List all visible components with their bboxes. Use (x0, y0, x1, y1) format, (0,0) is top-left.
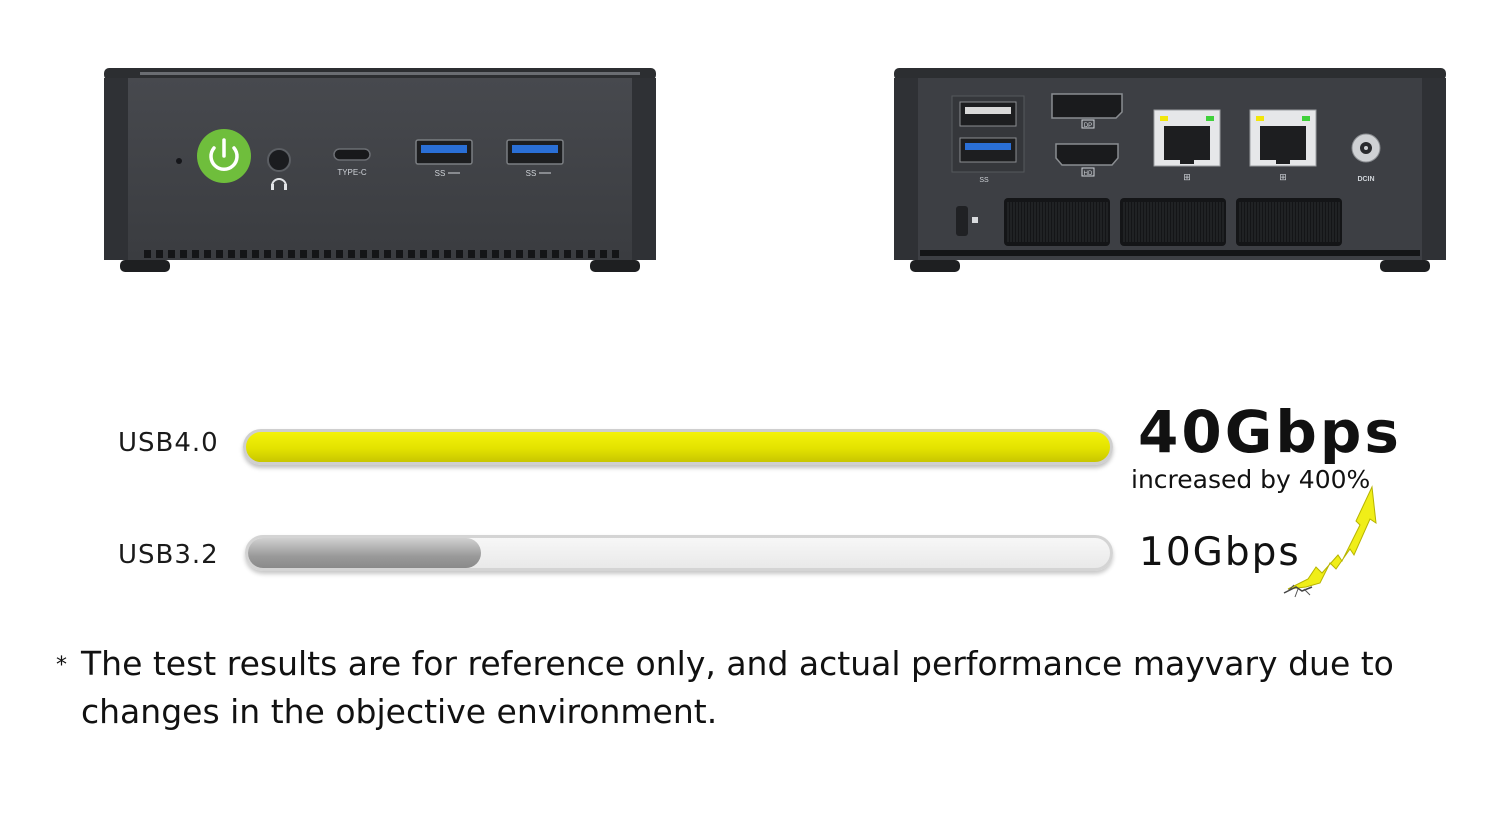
footnote-text: The test results are for reference only,… (81, 644, 1394, 731)
displayport-icon: DP (1051, 93, 1123, 129)
kensington-lock-icon (956, 206, 978, 236)
usb4-progress-bar (243, 429, 1113, 465)
svg-text:SS: SS (979, 177, 989, 184)
rear-vent (1004, 198, 1342, 246)
mini-pc-front-image: TYPE-C SS SS (104, 68, 656, 272)
usb-a-port-icon: SS (506, 139, 564, 178)
usb4-increase-note: increased by 400% (1131, 465, 1371, 494)
rear-usb-ports-icon: SS (951, 95, 1025, 184)
usb3-progress-bar (245, 535, 1113, 571)
usb3-speed: 10Gbps (1139, 530, 1301, 575)
dc-in-icon: DCIN (1351, 133, 1381, 183)
mini-pc-rear: SS DP HD ⊞ ⊞ (890, 64, 1450, 280)
audio-jack-icon (267, 148, 291, 190)
svg-text:⊞: ⊞ (1279, 172, 1287, 182)
usb4-speed: 40Gbps (1138, 398, 1402, 466)
usb4-progress-fill (246, 432, 1110, 462)
svg-text:DP: DP (1084, 123, 1092, 129)
svg-text:HD: HD (1084, 171, 1093, 177)
upward-arrow-icon (1280, 485, 1380, 604)
ethernet-port-icon: ⊞ (1249, 109, 1317, 182)
usb4-label: USB4.0 (118, 428, 219, 458)
hdmi-icon: HD (1055, 143, 1119, 177)
usb3-progress-fill (248, 538, 481, 568)
svg-text:SS: SS (435, 169, 446, 178)
svg-text:⊞: ⊞ (1183, 172, 1191, 182)
footnote-marker: * (56, 653, 67, 678)
svg-text:SS: SS (526, 169, 537, 178)
svg-text:DCIN: DCIN (1357, 176, 1374, 183)
usb3-label: USB3.2 (118, 540, 219, 570)
mini-pc-rear-image: SS DP HD ⊞ ⊞ (894, 68, 1446, 272)
usb-c-port-icon: TYPE-C (333, 148, 371, 177)
usb-c-label: TYPE-C (337, 168, 367, 177)
mini-pc-front: TYPE-C SS SS (100, 64, 660, 280)
ethernet-port-icon: ⊞ (1153, 109, 1221, 182)
usb-a-port-icon: SS (415, 139, 473, 178)
power-button-icon (197, 129, 251, 183)
